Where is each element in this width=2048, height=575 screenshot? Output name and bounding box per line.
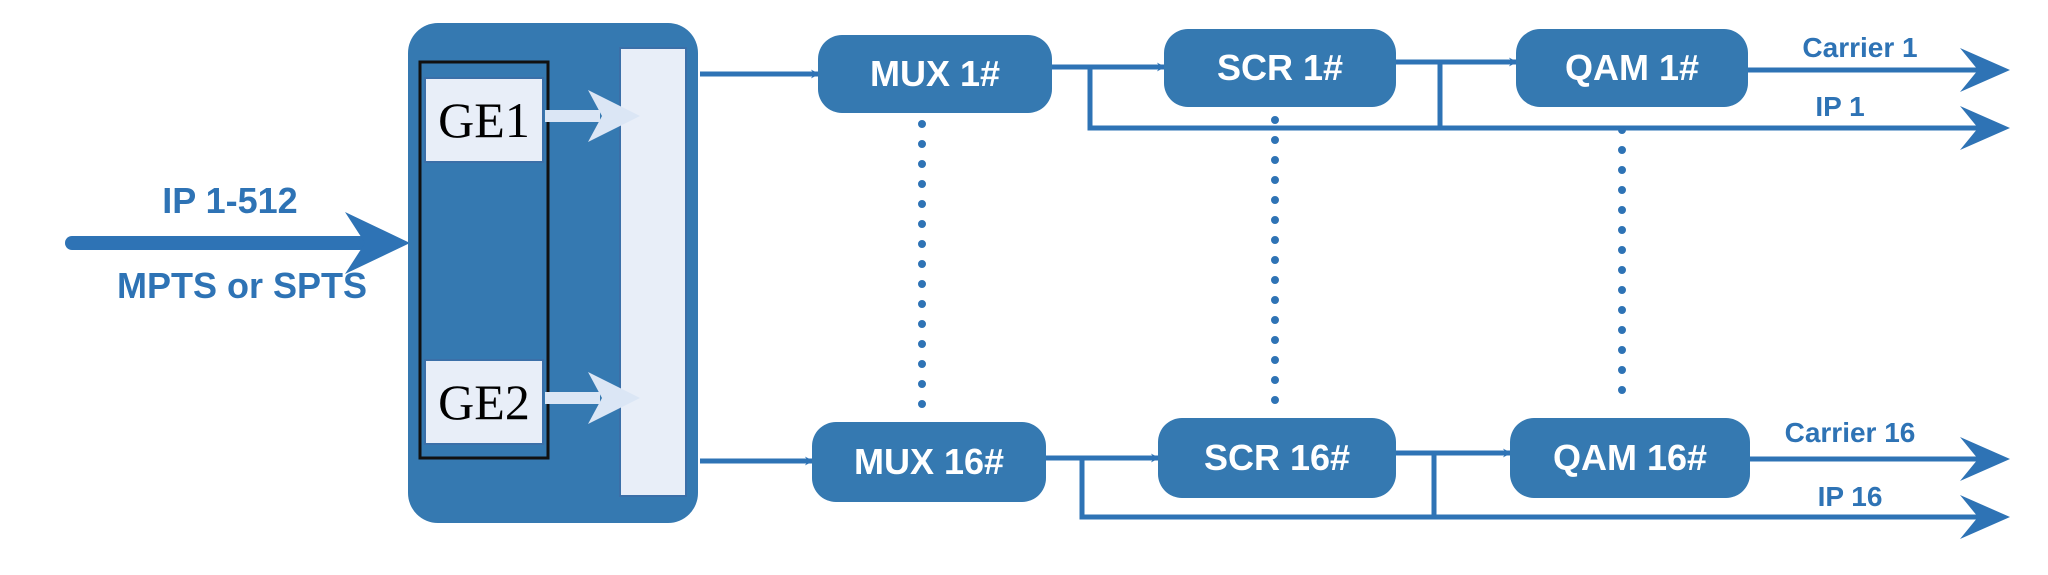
ip-bottom-bypass — [1079, 458, 1434, 520]
input-label-top: IP 1-512 — [162, 180, 297, 221]
qam-top-label: QAM 1# — [1565, 47, 1699, 88]
mux-top-label: MUX 1# — [870, 53, 1000, 94]
omitted-channels — [918, 116, 1626, 414]
ip-top-label: IP 1 — [1815, 91, 1864, 122]
port-column — [418, 60, 550, 460]
carrier-top-label: Carrier 1 — [1802, 32, 1917, 63]
mux-bottom-box — [812, 422, 1046, 502]
ip-top-arrowhead — [1960, 106, 2010, 150]
channel-row-top: MUX 1# SCR 1# QAM 1# Carrier 1 IP 1 — [700, 29, 2010, 150]
qam-top-box — [1516, 29, 1748, 107]
ge1-label: GE1 — [438, 92, 530, 148]
ge2-port-box — [424, 359, 544, 445]
carrier-top-arrowhead — [1960, 48, 2010, 92]
mux-top-box — [818, 35, 1052, 113]
input-stream: IP 1-512 MPTS or SPTS — [65, 180, 410, 306]
scr-top-box — [1164, 29, 1396, 107]
carrier-bottom-arrowhead — [1960, 437, 2010, 481]
switch-panel — [619, 47, 687, 497]
ip-bottom-label: IP 16 — [1818, 481, 1883, 512]
scr-top-label: SCR 1# — [1217, 47, 1343, 88]
ip-bottom-arrowhead — [1960, 495, 2010, 539]
carrier-bottom-label: Carrier 16 — [1785, 417, 1916, 448]
qam-bottom-label: QAM 16# — [1553, 437, 1707, 478]
qam-bottom-box — [1510, 418, 1750, 498]
ge1-port-box — [424, 77, 544, 163]
input-arrowhead — [345, 212, 410, 274]
channel-row-bottom: MUX 16# SCR 16# QAM 16# Carrier 16 IP 16 — [700, 417, 2010, 539]
ge1-arrowhead — [588, 90, 640, 142]
scr-bottom-label: SCR 16# — [1204, 437, 1350, 478]
ge2-label: GE2 — [438, 374, 530, 430]
ge2-arrowhead — [588, 372, 640, 424]
gateway-device: GE1 GE2 — [408, 23, 698, 523]
scr-bottom-box — [1158, 418, 1396, 498]
ip-top-bypass — [1087, 67, 1440, 131]
ge1-port: GE1 — [424, 77, 640, 163]
mux-bottom-label: MUX 16# — [854, 441, 1004, 482]
ge2-port: GE2 — [424, 359, 640, 445]
input-label-bottom: MPTS or SPTS — [117, 265, 367, 306]
